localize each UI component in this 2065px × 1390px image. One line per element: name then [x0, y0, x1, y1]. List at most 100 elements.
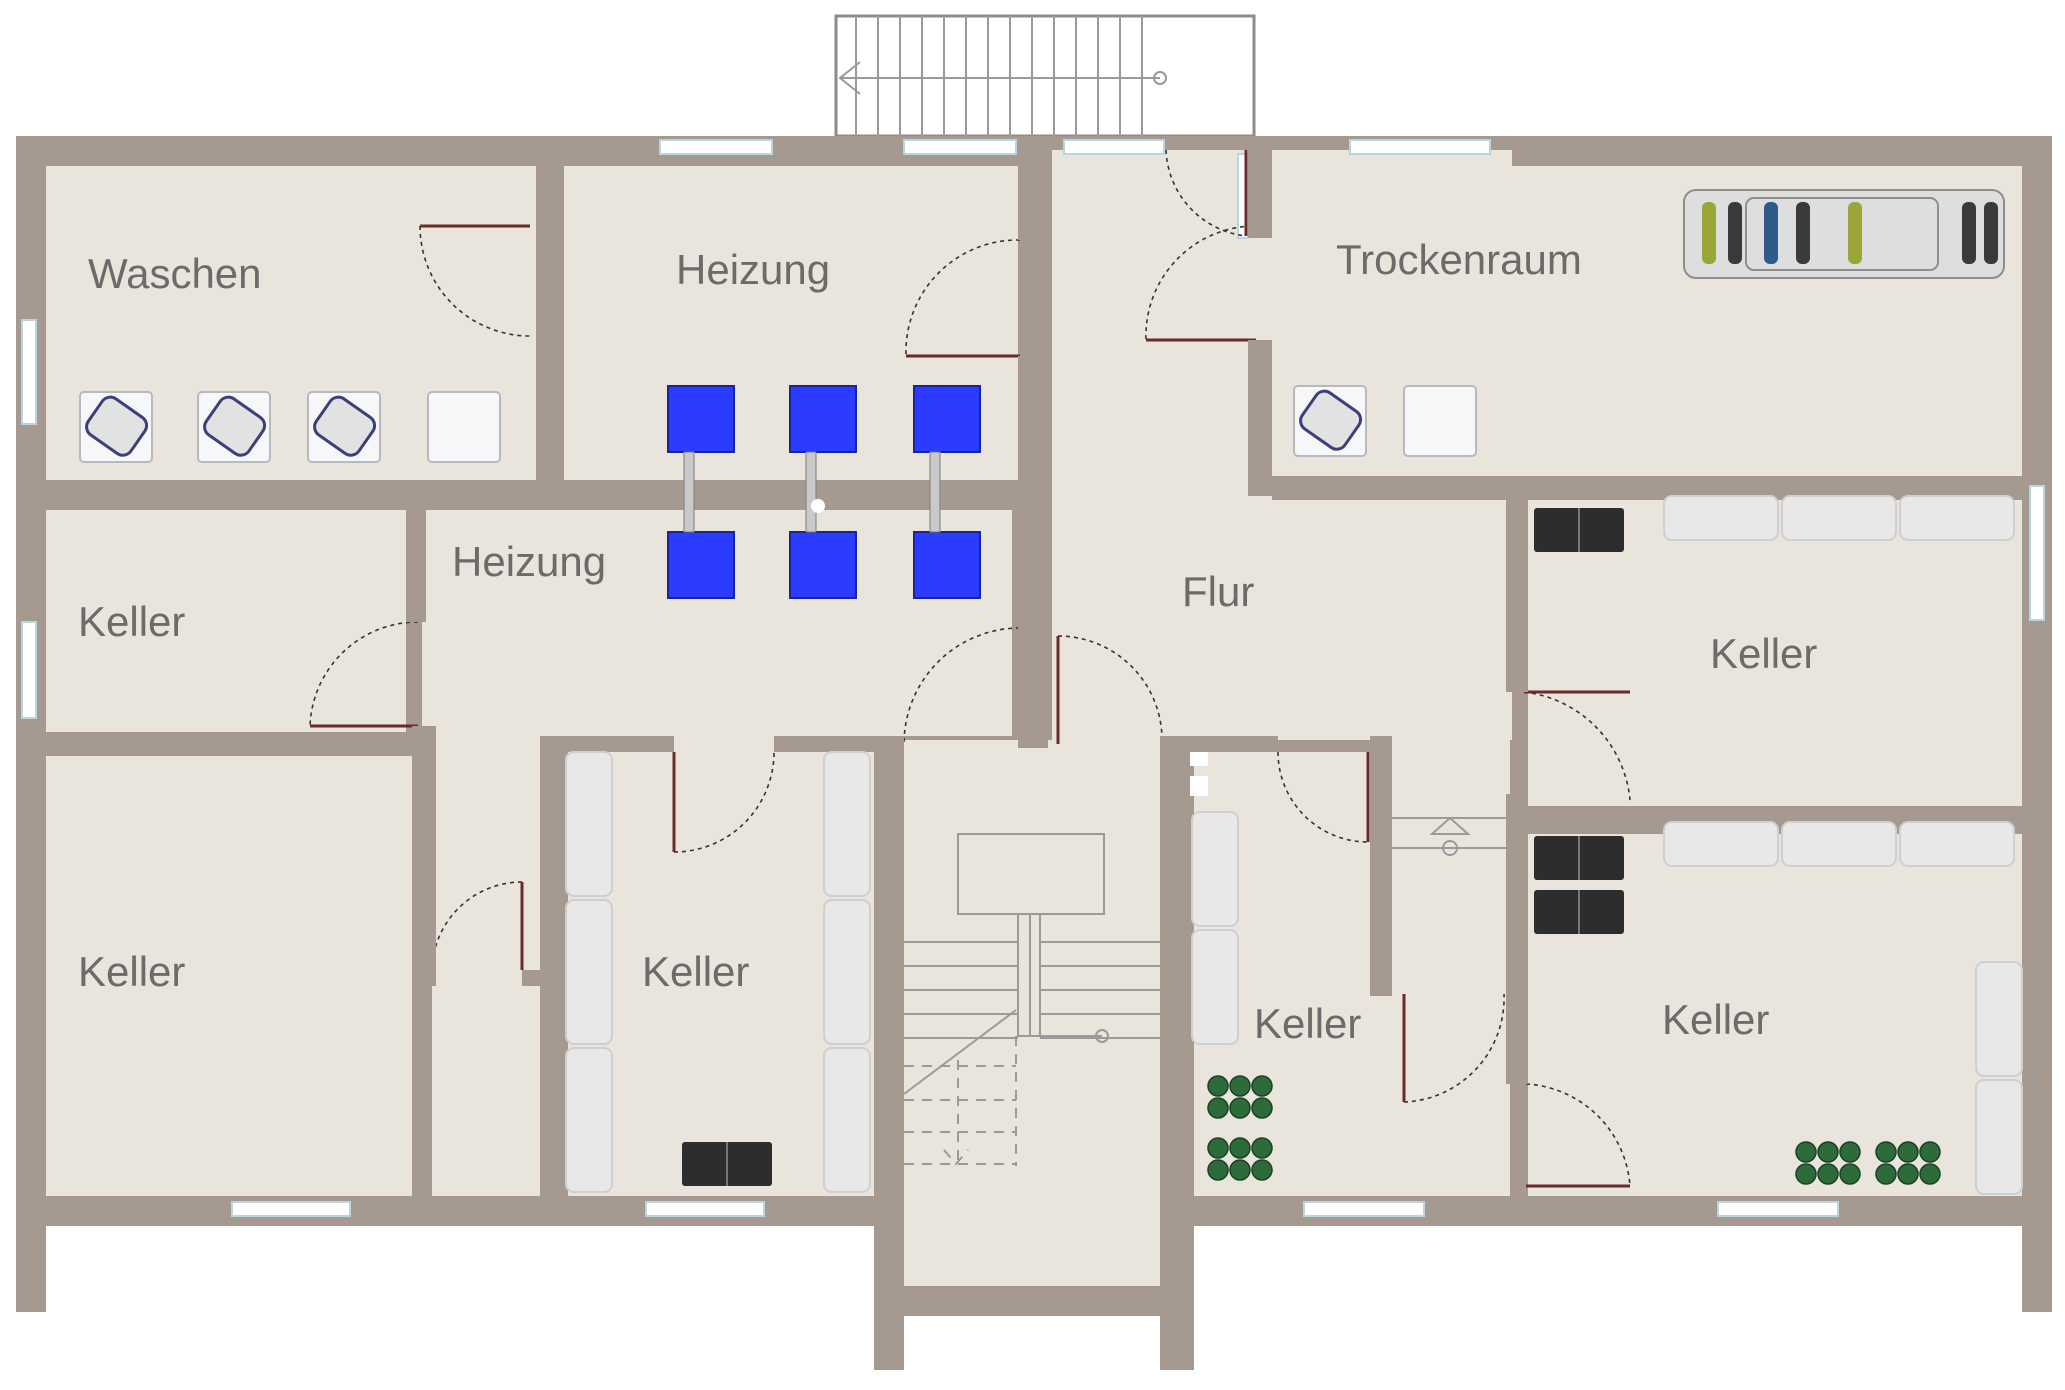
bottle [1207, 1097, 1229, 1119]
window [1349, 139, 1491, 155]
drum [1299, 389, 1363, 451]
bottle [1875, 1141, 1897, 1163]
window [645, 1201, 765, 1217]
boot [1728, 202, 1742, 264]
shelf-unit [823, 1047, 871, 1193]
boot [1984, 202, 1998, 264]
boiler [789, 531, 857, 599]
label-keller-left-big: Keller [78, 948, 185, 995]
boiler [667, 531, 735, 599]
room-flur-link [1052, 470, 1508, 740]
drum [85, 395, 149, 457]
pipe [805, 451, 817, 533]
bottle-crates [682, 508, 1624, 1186]
boot [1848, 202, 1862, 264]
bottle [1795, 1163, 1817, 1185]
wall-outlets [1190, 752, 1208, 796]
shelf-unit [823, 899, 871, 1045]
window [903, 139, 1017, 155]
shelf-unit [1191, 929, 1239, 1045]
bottle [1919, 1141, 1941, 1163]
bottle [1207, 1159, 1229, 1181]
boilers [667, 385, 981, 599]
window [1063, 139, 1165, 155]
window [231, 1201, 351, 1217]
bottle [1251, 1159, 1273, 1181]
drum [313, 395, 377, 457]
boiler [667, 385, 735, 453]
bottle [1251, 1097, 1273, 1119]
shelf-unit [1975, 961, 2023, 1077]
window [2029, 485, 2045, 621]
label-waschen: Waschen [88, 250, 262, 297]
entrance-stair [834, 14, 1256, 138]
label-keller-right-top: Keller [1710, 630, 1817, 677]
inner-stair [903, 833, 1160, 1166]
window [1303, 1201, 1425, 1217]
shelf-unit [1663, 495, 1779, 541]
vent-dot [811, 499, 825, 513]
bottle [1229, 1159, 1251, 1181]
bottle [1207, 1137, 1229, 1159]
bottle [1795, 1141, 1817, 1163]
room-corridor-left [432, 730, 540, 1196]
label-keller-right-bottom: Keller [1662, 996, 1769, 1043]
bottle [1229, 1097, 1251, 1119]
boiler [789, 385, 857, 453]
pipe [929, 451, 941, 533]
label-heizung-top: Heizung [676, 246, 830, 293]
bottle [1875, 1163, 1897, 1185]
boot [1796, 202, 1810, 264]
shelf-unit [565, 751, 613, 897]
label-trockenraum: Trockenraum [1336, 236, 1582, 283]
label-keller-center-left: Keller [642, 948, 749, 995]
boot [1702, 202, 1716, 264]
interior-walls [46, 140, 2022, 1196]
boot [1962, 202, 1976, 264]
label-flur: Flur [1182, 568, 1254, 615]
doors [309, 149, 1631, 1188]
label-heizung-mid: Heizung [452, 538, 606, 585]
bottle [1919, 1163, 1941, 1185]
window [21, 319, 37, 425]
window [1717, 1201, 1839, 1217]
drying-rack [1683, 189, 2005, 279]
room-labels: Waschen Heizung Trockenraum Heizung Flur… [78, 236, 1817, 1047]
appliances [79, 385, 1477, 463]
window [21, 621, 37, 719]
label-keller-center-right: Keller [1254, 1000, 1361, 1047]
bottle [1817, 1163, 1839, 1185]
label-keller-left-top: Keller [78, 598, 185, 645]
room-keller-left-big [46, 756, 412, 1196]
bottle [1251, 1137, 1273, 1159]
dryer [427, 391, 501, 463]
bottle [1839, 1163, 1861, 1185]
room-keller-left-top [46, 510, 406, 736]
room-corridor-right [1384, 740, 1510, 1196]
boiler [913, 385, 981, 453]
pipe [683, 451, 695, 533]
bottle [1839, 1141, 1861, 1163]
dryer [1403, 385, 1477, 457]
shelf-unit [1899, 821, 2015, 867]
shelf-unit [1975, 1079, 2023, 1195]
shelf-unit [565, 1047, 613, 1193]
bottle [1897, 1163, 1919, 1185]
drum [203, 395, 267, 457]
bottle [1207, 1075, 1229, 1097]
room-keller-right-bottom [1528, 834, 2022, 1196]
bottle-clusters [1207, 1075, 1941, 1185]
bottle [1229, 1137, 1251, 1159]
windows [21, 139, 2045, 1217]
bottle [1251, 1075, 1273, 1097]
shelf-unit [565, 899, 613, 1045]
shelf-unit [823, 751, 871, 897]
credit-text: illustration©immoGrafik [2030, 1066, 2043, 1200]
shelves [565, 495, 2023, 1195]
bottle [1817, 1141, 1839, 1163]
shelf-unit [1899, 495, 2015, 541]
shelf-unit [1781, 495, 1897, 541]
boot [1764, 202, 1778, 264]
shelf-unit [1191, 811, 1239, 927]
